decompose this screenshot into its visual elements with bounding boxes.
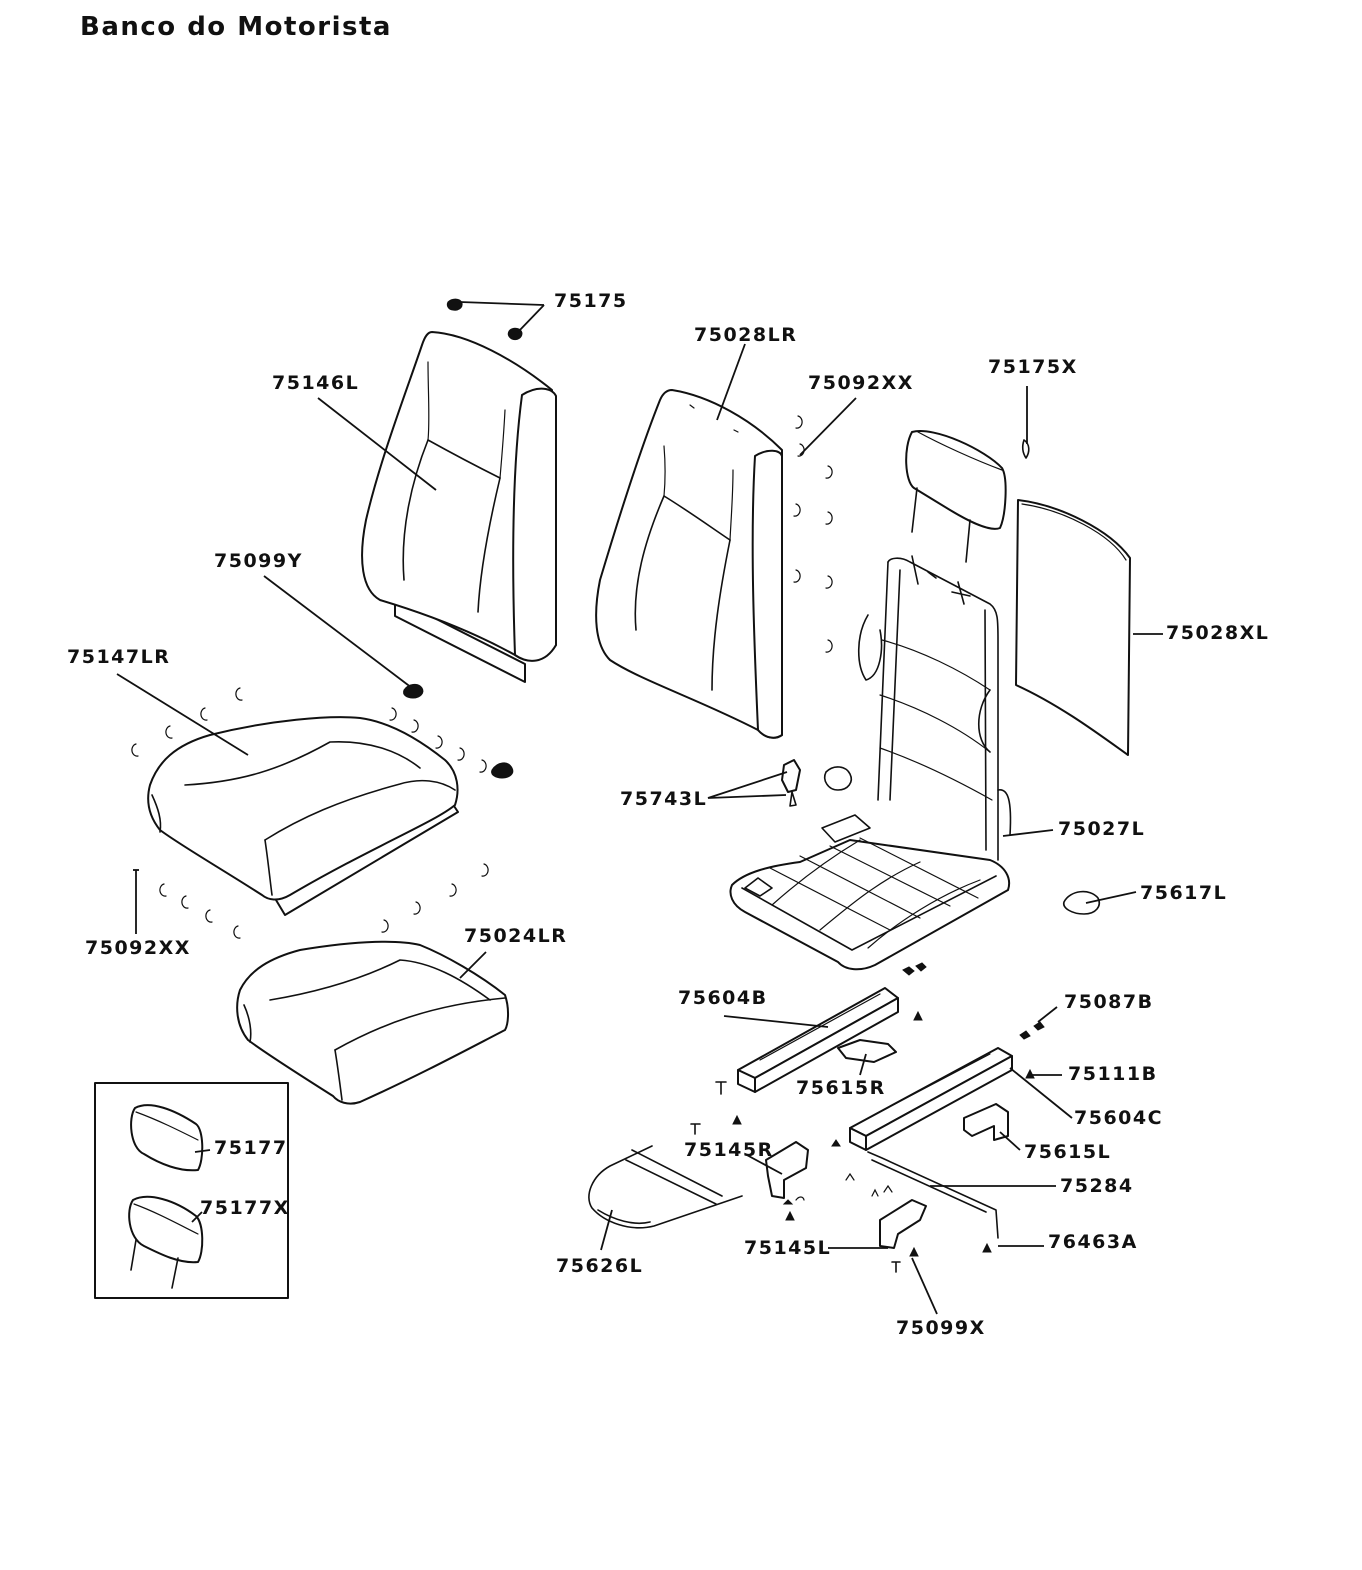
label-75028XL: 75028XL: [1166, 622, 1269, 644]
rail-75604C: [849, 1047, 1013, 1151]
seat-cushion-cover-75147LR: [147, 716, 459, 916]
label-75028LR: 75028LR: [694, 324, 797, 346]
buckle-75743L: [781, 759, 801, 807]
bracket-75145R: [765, 1141, 809, 1199]
label-75099Y: 75099Y: [214, 550, 303, 572]
seat-back-cover-75146L: [361, 331, 557, 683]
label-75604B: 75604B: [678, 987, 768, 1009]
lever-75284: [867, 1151, 999, 1239]
hog-ring-clips: [131, 415, 833, 939]
page-title: Banco do Motorista: [80, 12, 392, 42]
label-75177: 75177: [214, 1137, 288, 1159]
label-75145L: 75145L: [744, 1237, 831, 1259]
label-75092XX-top: 75092XX: [808, 372, 914, 394]
label-75284: 75284: [1060, 1175, 1134, 1197]
headrest-inset-box: [94, 1082, 289, 1299]
leader-lines: [116, 301, 1163, 1315]
seat-cushion-foam-75024LR: [236, 940, 509, 1105]
label-75099X: 75099X: [896, 1317, 986, 1339]
seat-back-foam-75028LR: [595, 389, 783, 739]
headrest-upper: [905, 430, 1030, 563]
label-75615L: 75615L: [1024, 1141, 1111, 1163]
label-75146L: 75146L: [272, 372, 359, 394]
label-75147LR: 75147LR: [67, 646, 170, 668]
label-75175X: 75175X: [988, 356, 1078, 378]
rail-75604B: [737, 987, 899, 1093]
label-75617L: 75617L: [1140, 882, 1227, 904]
label-75177X: 75177X: [200, 1197, 290, 1219]
label-75145R: 75145R: [684, 1139, 774, 1161]
part-number-labels: 75175 75028LR 75092XX 75175X 75146L 7509…: [67, 290, 1269, 1339]
label-75111B: 75111B: [1068, 1063, 1158, 1085]
bracket-75145L: [879, 1199, 927, 1249]
bracket-75615L: [963, 1103, 1009, 1141]
label-75092XX-bottom: 75092XX: [85, 937, 191, 959]
label-76463A: 76463A: [1048, 1231, 1138, 1253]
label-75626L: 75626L: [556, 1255, 643, 1277]
label-75027L: 75027L: [1058, 818, 1145, 840]
label-75743L: 75743L: [620, 788, 707, 810]
label-75604C: 75604C: [1074, 1107, 1163, 1129]
label-75087B: 75087B: [1064, 991, 1154, 1013]
label-75615R: 75615R: [796, 1077, 886, 1099]
label-75175: 75175: [554, 290, 628, 312]
back-panel-75028XL: [1015, 499, 1131, 756]
seat-frame-75027L: [729, 555, 1012, 971]
label-75024LR: 75024LR: [464, 925, 567, 947]
frame-75626L: [588, 1145, 743, 1229]
